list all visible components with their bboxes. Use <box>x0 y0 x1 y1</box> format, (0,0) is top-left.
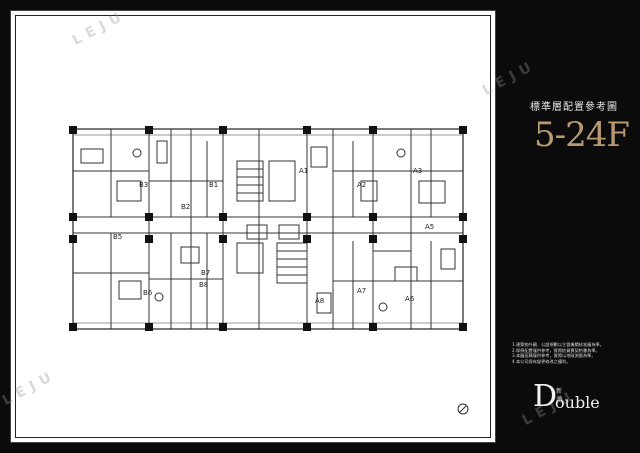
unit-label: B1 <box>209 181 218 189</box>
unit-label: B8 <box>199 281 208 289</box>
note-line: 4.本公司保有變更修改之權利。 <box>512 358 571 364</box>
unit-label: A6 <box>405 295 415 303</box>
unit-label: A2 <box>357 181 366 189</box>
unit-label: B2 <box>181 203 190 211</box>
plan-outline <box>72 128 464 330</box>
unit-label: A5 <box>425 223 434 231</box>
page-title-cn: 標準層配置參考圖 <box>530 102 618 113</box>
unit-label: B6 <box>143 289 153 297</box>
columns <box>69 126 467 331</box>
unit-label: B3 <box>139 181 148 189</box>
note-line: 3.本圖面積僅供參考，實際以地政測量為準。 <box>512 353 596 359</box>
logo-initial: D <box>533 379 558 414</box>
north-arrow-icon <box>457 403 469 415</box>
unit-label: B5 <box>113 233 122 241</box>
unit-labels: A1 A2 A3 A5 A6 A7 A8 B1 B2 B3 B5 B6 B7 B… <box>113 167 434 305</box>
unit-label: A8 <box>315 297 324 305</box>
floor-plan-panel: A1 A2 A3 A5 A6 A7 A8 B1 B2 B3 B5 B6 B7 B… <box>10 10 496 443</box>
unit-label: A1 <box>299 167 308 175</box>
disclaimer-notes: 1.建築物外觀、公設規劃以主管機關核准圖為準。 2.傢俱配置僅供參考，實際依買賣… <box>512 342 627 364</box>
unit-label: A3 <box>413 167 422 175</box>
note-line: 2.傢俱配置僅供參考，實際依買賣契約書為準。 <box>512 347 600 353</box>
floor-plan: A1 A2 A3 A5 A6 A7 A8 B1 B2 B3 B5 B6 B7 B… <box>69 126 469 415</box>
unit-label: A7 <box>357 287 366 295</box>
unit-label: B7 <box>201 269 210 277</box>
logo-cn-text: 新潤 <box>556 388 563 404</box>
floor-range-title: 5-24F <box>534 115 630 155</box>
logo-wordmark: ouble <box>555 393 600 412</box>
note-line: 1.建築物外觀、公設規劃以主管機關核准圖為準。 <box>512 342 604 347</box>
panel-frame <box>15 15 491 438</box>
